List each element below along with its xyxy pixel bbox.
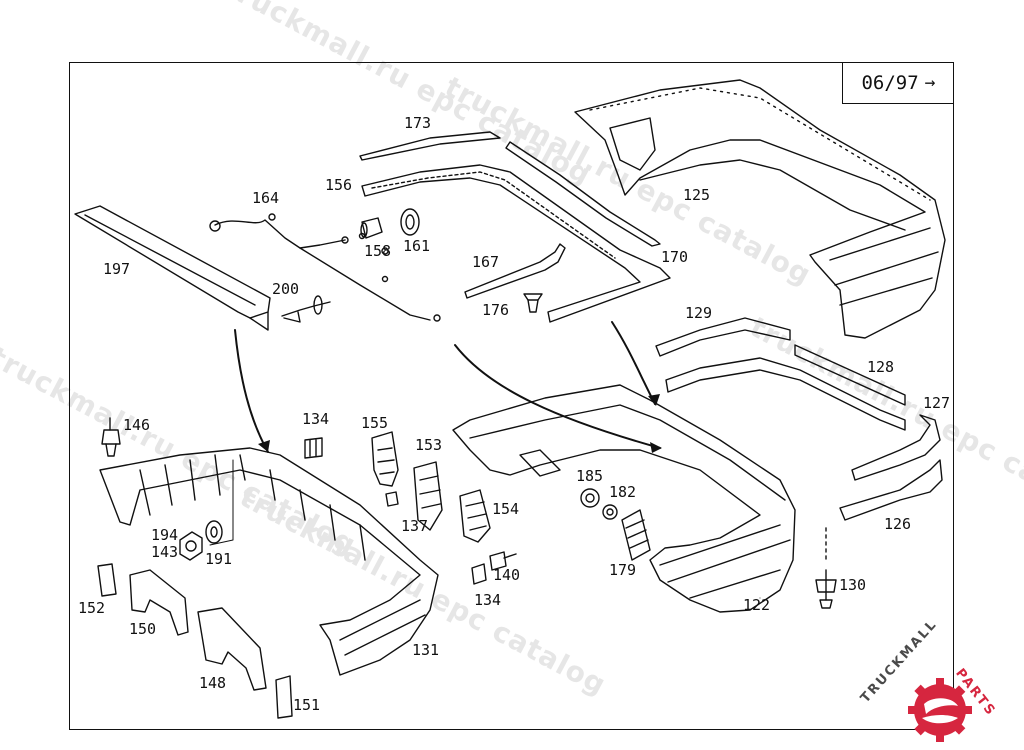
part-125-bumper-cover <box>574 79 946 339</box>
callout-158: 158 <box>364 242 392 260</box>
part-127-strip <box>851 414 941 481</box>
callout-173: 173 <box>404 114 432 132</box>
part-154-guide <box>459 489 491 543</box>
callout-152: 152 <box>78 599 106 617</box>
callout-155: 155 <box>361 414 389 432</box>
callout-148: 148 <box>199 674 227 692</box>
part-148-bracket <box>197 607 267 691</box>
part-137-clip <box>385 491 399 507</box>
callout-137: 137 <box>401 517 429 535</box>
callout-156: 156 <box>325 176 353 194</box>
part-176-clip <box>523 293 543 313</box>
part-156-rear-band <box>361 164 671 323</box>
callout-170: 170 <box>661 248 689 266</box>
part-150-bracket <box>129 569 189 636</box>
arrowheads <box>258 394 662 453</box>
callout-146: 146 <box>123 416 151 434</box>
part-200-fastener <box>281 295 331 323</box>
callout-167: 167 <box>472 253 500 271</box>
callout-131: 131 <box>412 641 440 659</box>
connector-arrows <box>234 321 661 453</box>
callout-129: 129 <box>685 304 713 322</box>
part-179-grille <box>621 509 651 561</box>
callout-153: 153 <box>415 436 443 454</box>
callout-185: 185 <box>576 467 604 485</box>
part-131-bumper-support <box>99 447 439 676</box>
part-146-push-pin <box>101 417 121 457</box>
part-191-washer <box>205 520 223 544</box>
callout-197: 197 <box>103 260 131 278</box>
part-130-push-pin <box>815 527 837 609</box>
part-122-bumper-cover <box>452 384 796 613</box>
callout-143: 143 <box>151 543 179 561</box>
part-182-washer <box>602 504 618 520</box>
part-194-nut <box>179 531 203 561</box>
callout-179: 179 <box>609 561 637 579</box>
part-155-guide <box>371 431 399 487</box>
callout-151: 151 <box>293 696 321 714</box>
callout-150: 150 <box>129 620 157 638</box>
callout-164: 164 <box>252 189 280 207</box>
part-140-clip <box>489 551 517 571</box>
part-153-guide <box>413 461 443 531</box>
callout-130: 130 <box>839 576 867 594</box>
part-134-bracket <box>304 437 323 459</box>
callout-134-lower: 134 <box>474 591 502 609</box>
part-197-trim-molding <box>74 205 271 331</box>
arrow-right-icon: → <box>924 72 936 93</box>
callout-127: 127 <box>923 394 951 412</box>
callout-176: 176 <box>482 301 510 319</box>
part-129-strip <box>655 317 791 357</box>
callout-122: 122 <box>743 596 771 614</box>
leader-lines <box>209 459 761 599</box>
part-185-nut <box>580 488 600 508</box>
diagram-frame <box>69 62 954 730</box>
callout-134-upper: 134 <box>302 410 330 428</box>
part-173-trim-strip <box>359 131 501 161</box>
truckmall-parts-logo: TRUCKMALL PARTS <box>858 617 1020 748</box>
part-164-wiring-harness <box>209 213 441 322</box>
date-code-box: 06/97 → <box>842 62 954 104</box>
part-126-strip <box>839 459 943 521</box>
part-134-bracket-lower <box>471 563 487 585</box>
part-158-sensor <box>360 217 383 239</box>
part-170-trim-strip <box>505 141 661 247</box>
part-152-bracket <box>97 563 117 597</box>
callout-128: 128 <box>867 358 895 376</box>
callout-191: 191 <box>205 550 233 568</box>
callout-161: 161 <box>403 237 431 255</box>
callout-126: 126 <box>884 515 912 533</box>
date-code: 06/97 <box>861 71 919 94</box>
callout-140: 140 <box>493 566 521 584</box>
callout-154: 154 <box>492 500 520 518</box>
part-167-rod <box>464 243 566 299</box>
part-161-grommet <box>400 208 420 236</box>
callout-200: 200 <box>272 280 300 298</box>
callout-182: 182 <box>609 483 637 501</box>
part-151-bracket <box>275 675 293 719</box>
callout-125: 125 <box>683 186 711 204</box>
callout-194: 194 <box>151 526 179 544</box>
logo-gear-icon <box>908 678 972 742</box>
part-128-strip <box>665 344 906 431</box>
